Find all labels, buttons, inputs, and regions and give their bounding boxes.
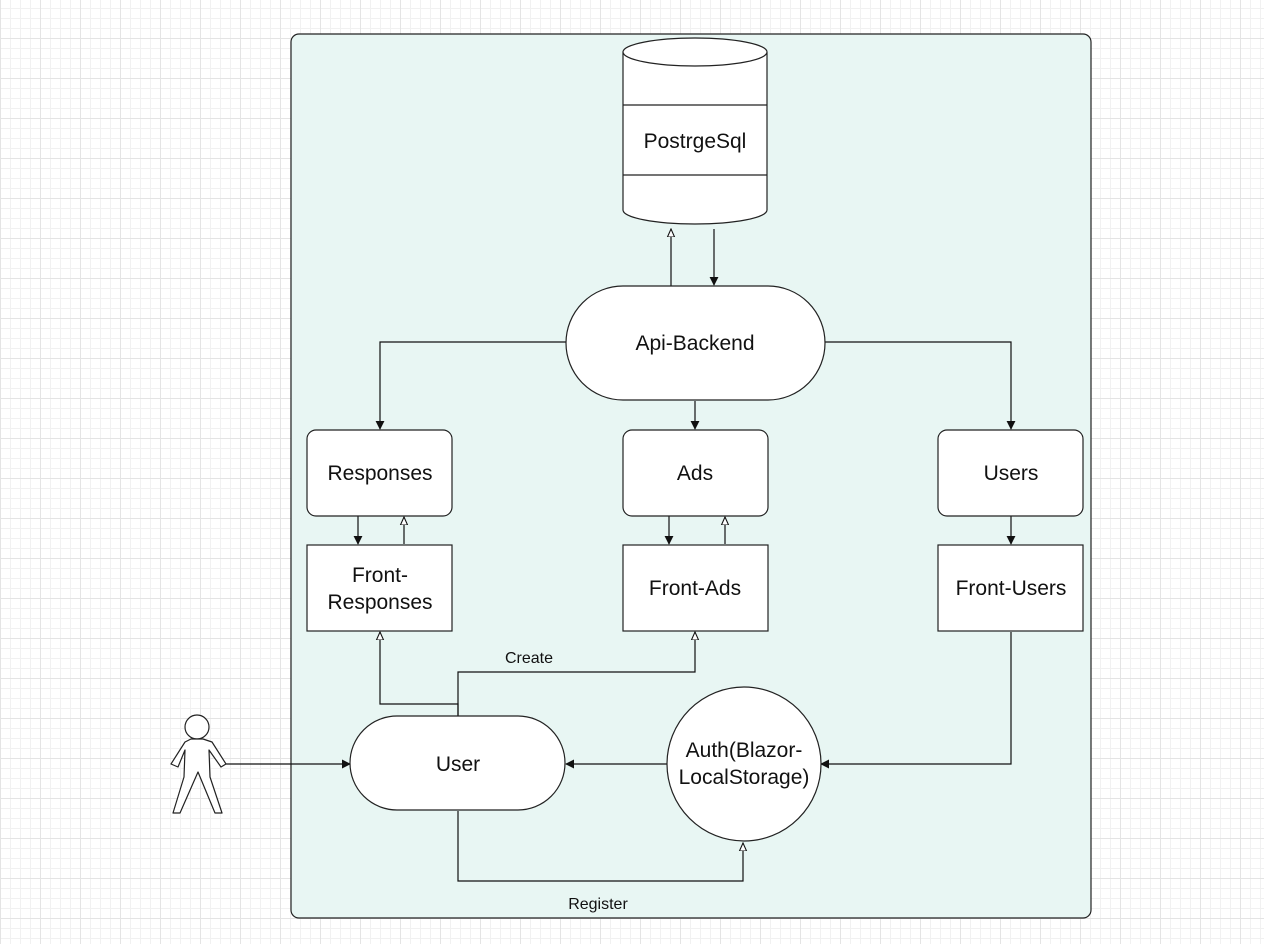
users-node[interactable]: Users	[937, 429, 1084, 517]
auth-label-line2: LocalStorage)	[679, 766, 810, 789]
edge-api-to-responses[interactable]	[375, 341, 566, 430]
ads-node[interactable]: Ads	[622, 429, 769, 517]
edge-api-to-users[interactable]	[825, 341, 1016, 430]
user-label: User	[436, 753, 480, 776]
front-ads-label: Front-Ads	[649, 577, 741, 600]
api-backend-label: Api-Backend	[635, 332, 754, 355]
responses-label: Responses	[327, 462, 432, 485]
user-node[interactable]: User	[349, 715, 566, 811]
auth-node[interactable]: Auth(Blazor- LocalStorage)	[666, 686, 822, 842]
ads-label: Ads	[677, 462, 713, 485]
front-ads-node[interactable]: Front-Ads	[622, 544, 769, 632]
auth-label-line1: Auth(Blazor-	[686, 739, 803, 762]
api-backend-node[interactable]: Api-Backend	[565, 285, 826, 401]
create-edge-label: Create	[505, 650, 553, 667]
edge-user-create-front-ads[interactable]	[457, 632, 695, 716]
edge-front-users-to-auth[interactable]	[820, 632, 1012, 769]
front-responses-label-line1: Front-	[352, 564, 408, 587]
database-node[interactable]: PostrgeSql	[622, 37, 768, 225]
edge-user-register-auth[interactable]	[457, 811, 743, 882]
edges	[226, 229, 1016, 882]
responses-node[interactable]: Responses	[306, 429, 453, 517]
actor-stick-figure-icon[interactable]	[170, 714, 227, 814]
front-responses-node[interactable]: Front- Responses	[306, 544, 453, 632]
front-users-node[interactable]: Front-Users	[937, 544, 1084, 632]
front-responses-label-line2: Responses	[327, 591, 432, 614]
database-label: PostrgeSql	[644, 130, 747, 153]
users-label: Users	[984, 462, 1039, 485]
front-users-label: Front-Users	[956, 577, 1067, 600]
register-edge-label: Register	[568, 896, 628, 913]
